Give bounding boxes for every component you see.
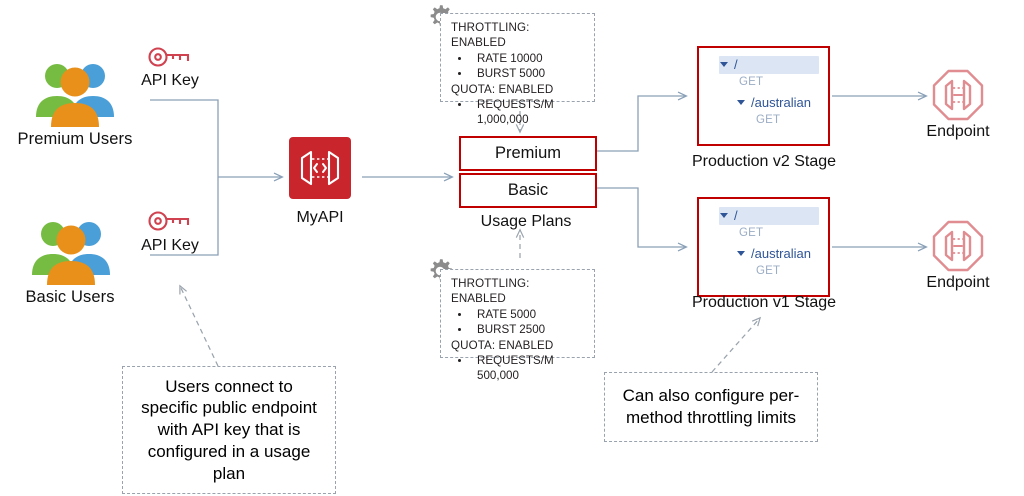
production-v1-stage-label: Production v1 Stage: [691, 294, 837, 311]
people-group-icon: [28, 213, 114, 287]
premium-api-key-label: API Key: [141, 72, 199, 89]
basic-users-label: Basic Users: [25, 288, 115, 306]
tree-row-label: /: [734, 57, 738, 72]
tree-method-label: GET: [739, 76, 764, 88]
chevron-down-icon[interactable]: [737, 251, 745, 256]
tree-row-label: /australian: [751, 95, 811, 110]
tree-row[interactable]: /australian: [699, 94, 828, 113]
users-callout: Users connect to specific public endpoin…: [122, 366, 336, 494]
gateway-label: MyAPI: [296, 209, 344, 226]
premium-throttling-list: RATE 10000 BURST 5000: [451, 51, 586, 82]
resource-tree: / GET /australian GET: [699, 199, 828, 295]
basic-config-box: THROTTLING: ENABLED RATE 5000 BURST 2500…: [440, 269, 595, 382]
production-v2-stage-label: Production v2 Stage: [691, 153, 837, 170]
usage-plan-premium[interactable]: Premium: [459, 136, 597, 171]
premium-quota-header: QUOTA: ENABLED: [451, 82, 554, 96]
endpoint-octagon-icon: [931, 68, 985, 122]
basic-quota-list: REQUESTS/M 500,000: [451, 353, 586, 384]
tree-selection-highlight: [719, 207, 819, 225]
premium-quota-list: REQUESTS/M 1,000,000: [451, 97, 586, 128]
tree-method-label: GET: [756, 265, 781, 277]
basic-to-v1-arrow: [594, 187, 688, 252]
chevron-down-icon[interactable]: [737, 100, 745, 105]
endpoint-v1-label: Endpoint: [926, 274, 990, 291]
tree-row[interactable]: GET: [699, 113, 828, 132]
tree-method-label: GET: [739, 227, 764, 239]
tree-row[interactable]: GET: [699, 226, 828, 245]
tree-row-label: /: [734, 208, 738, 223]
endpoint-octagon-icon: [931, 219, 985, 273]
basic-throttling-list: RATE 5000 BURST 2500: [451, 307, 586, 338]
key-icon: [146, 42, 192, 72]
list-item: BURST 2500: [451, 322, 586, 337]
premium-users-label: Premium Users: [17, 130, 133, 148]
premium-config-box: THROTTLING: ENABLED RATE 10000 BURST 500…: [440, 13, 595, 126]
tree-row[interactable]: /: [699, 207, 828, 226]
list-item: REQUESTS/M 1,000,000: [451, 97, 586, 128]
usage-plans-group-label: Usage Plans: [480, 213, 572, 230]
api-gateway-icon[interactable]: [289, 137, 351, 199]
basic-quota-header: QUOTA: ENABLED: [451, 338, 554, 352]
basic-throttling-header: THROTTLING: ENABLED: [451, 277, 530, 306]
tree-row-label: /australian: [751, 246, 811, 261]
chevron-down-icon[interactable]: [720, 62, 728, 67]
list-item: BURST 5000: [451, 66, 586, 81]
throttling-callout-text: Can also configure per-method throttling…: [622, 386, 800, 427]
tree-row[interactable]: /australian: [699, 245, 828, 264]
resource-tree: / GET /australian GET: [699, 48, 828, 144]
people-group-icon: [32, 55, 118, 129]
tree-method-label: GET: [756, 114, 781, 126]
throttling-callout: Can also configure per-method throttling…: [604, 372, 818, 442]
premium-to-v2-arrow: [594, 91, 688, 152]
list-item: REQUESTS/M 500,000: [451, 353, 586, 384]
usage-plan-basic-label: Basic: [507, 181, 549, 199]
tree-row[interactable]: GET: [699, 264, 828, 283]
production-v1-stage-box[interactable]: / GET /australian GET: [697, 197, 830, 297]
users-callout-leader: [179, 284, 219, 367]
basic-api-key-label: API Key: [141, 237, 199, 254]
usage-plan-basic[interactable]: Basic: [459, 173, 597, 208]
tree-row[interactable]: GET: [699, 75, 828, 94]
users-callout-text: Users connect to specific public endpoin…: [141, 376, 317, 483]
endpoint-v2-label: Endpoint: [926, 123, 990, 140]
tree-row[interactable]: /: [699, 56, 828, 75]
throttling-callout-leader: [711, 316, 762, 373]
key-icon: [146, 206, 192, 236]
tree-selection-highlight: [719, 56, 819, 74]
list-item: RATE 10000: [451, 51, 586, 66]
chevron-down-icon[interactable]: [720, 213, 728, 218]
premium-throttling-header: THROTTLING: ENABLED: [451, 21, 530, 50]
production-v2-stage-box[interactable]: / GET /australian GET: [697, 46, 830, 146]
usage-plan-premium-label: Premium: [494, 144, 561, 162]
list-item: RATE 5000: [451, 307, 586, 322]
